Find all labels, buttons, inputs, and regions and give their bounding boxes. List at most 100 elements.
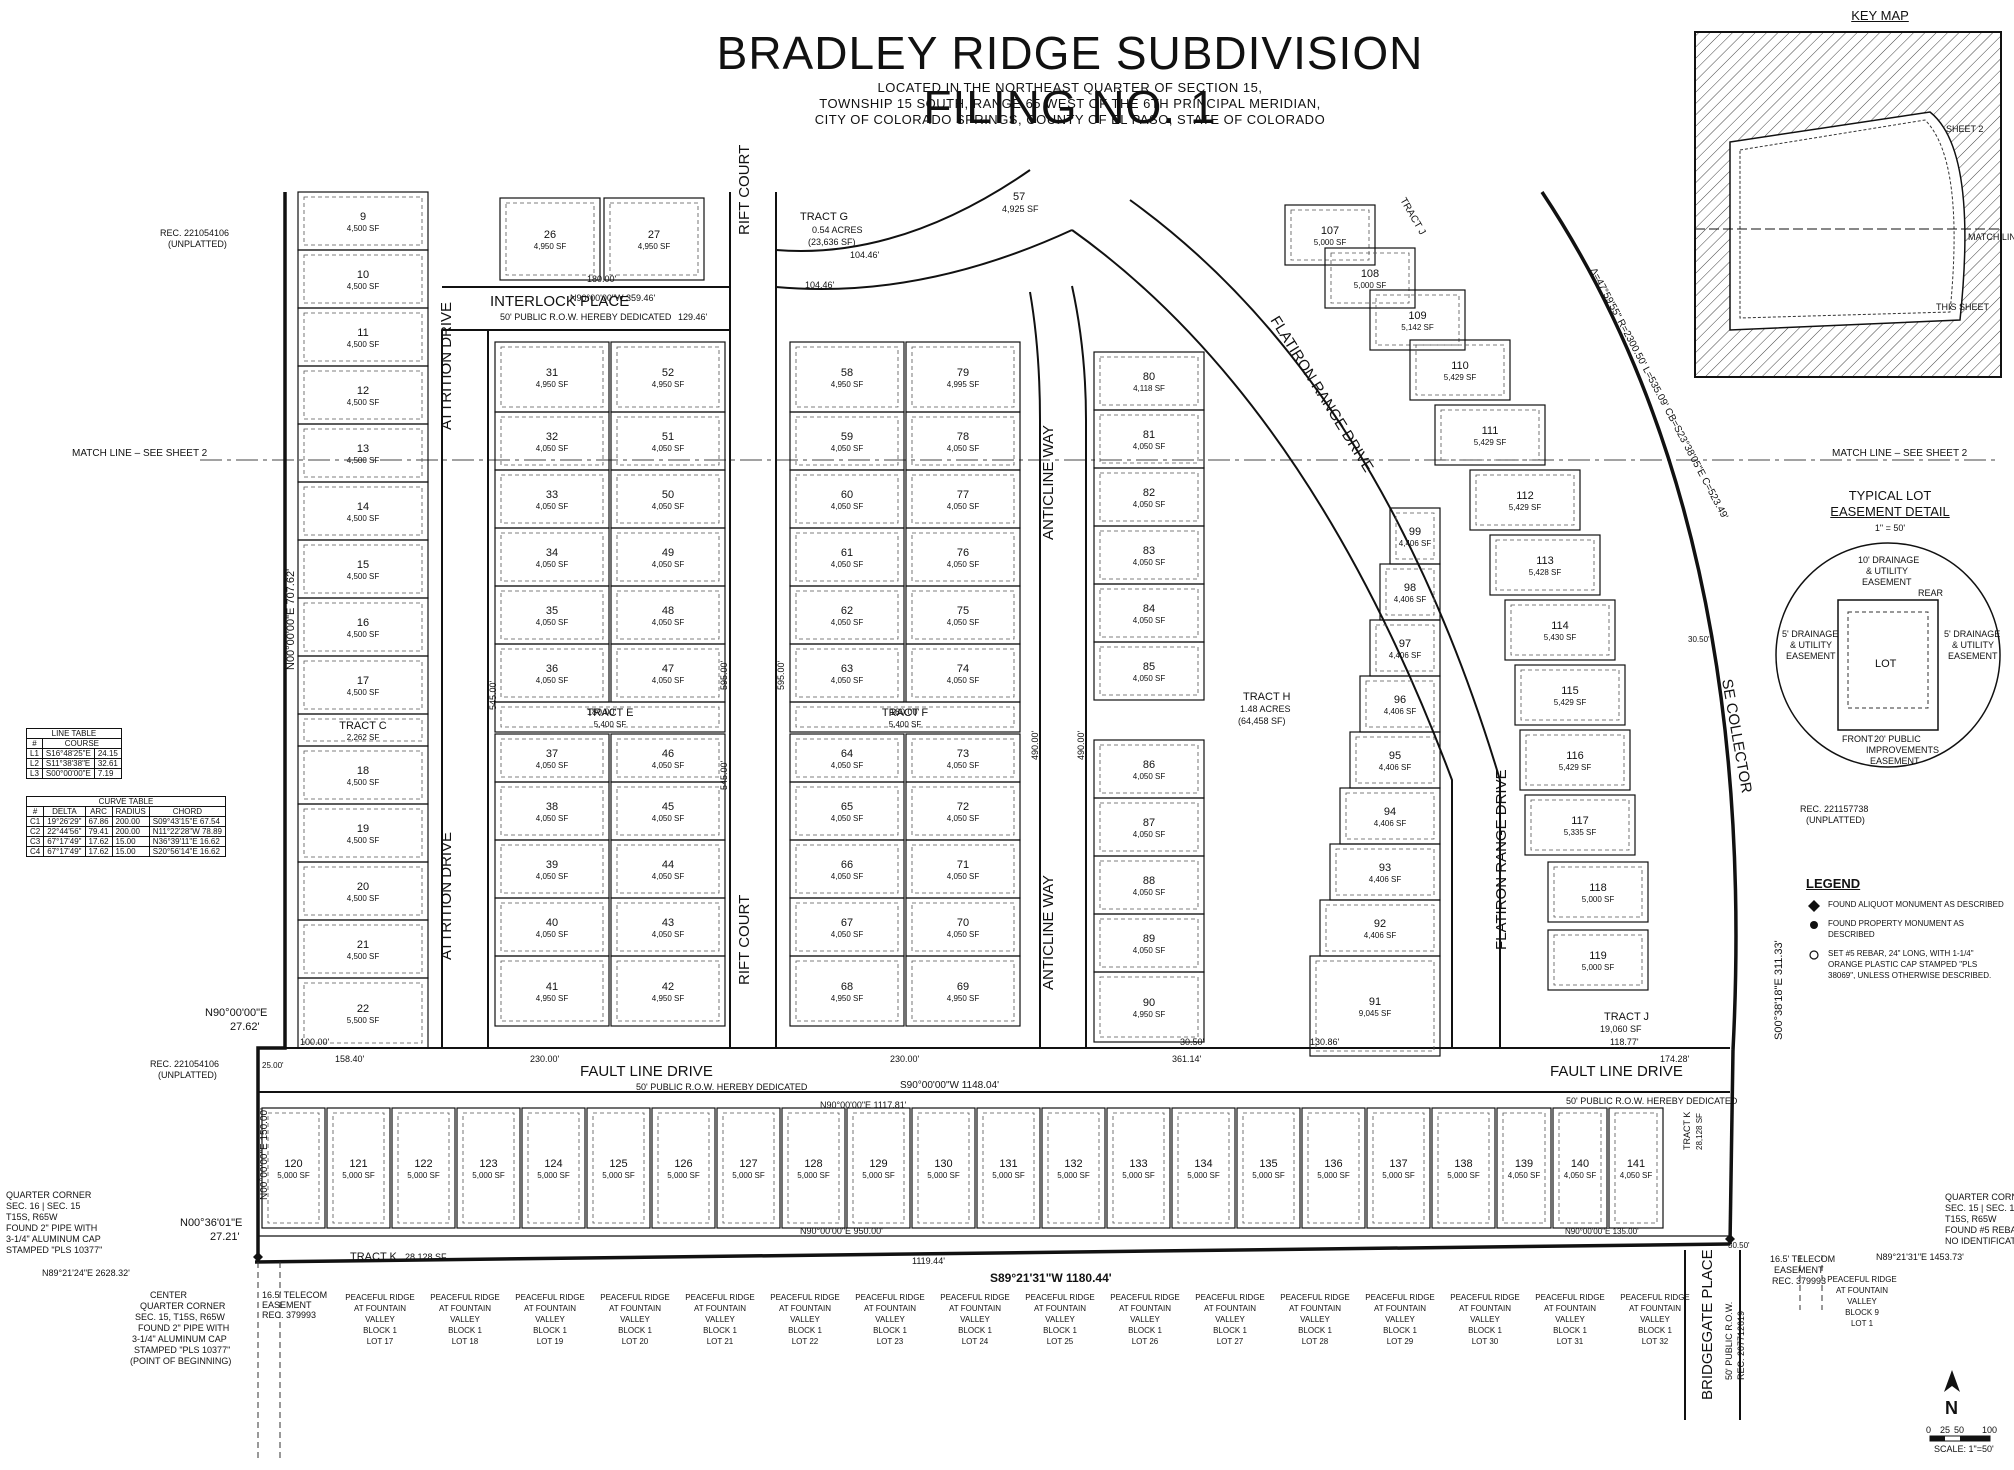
quarter-left-2: SEC. 16 | SEC. 15 xyxy=(6,1201,80,1211)
dist-180-top: 180.00' xyxy=(587,274,617,284)
lot-b-tract: TRACT E5,400 SF xyxy=(494,701,726,733)
peaceful-ridge-text: BLOCK 1 xyxy=(703,1326,737,1335)
lot-area: 5,429 SF xyxy=(1559,763,1592,772)
lot-c-l0: 584,950 SF xyxy=(789,341,905,413)
peaceful-ridge-text: VALLEY xyxy=(450,1315,480,1324)
lot-area: 4,500 SF xyxy=(347,836,380,845)
dist-3050-a: 30.50' xyxy=(1688,635,1710,644)
lot-d-1: 814,050 SF xyxy=(1093,409,1205,469)
dist-100: 100.00' xyxy=(300,1037,330,1047)
lot-area: 2,262 SF xyxy=(347,733,380,742)
detail-left-1: 5' DRAINAGE xyxy=(1782,629,1838,639)
lot-57-area: 4,925 SF xyxy=(1002,204,1039,214)
lot-d-4: 844,050 SF xyxy=(1093,583,1205,643)
lot-b-r2: 504,050 SF xyxy=(610,469,726,529)
lot-area: 4,050 SF xyxy=(831,618,864,627)
quarter-left-1: QUARTER CORNER xyxy=(6,1190,92,1200)
dist-104: 104.46' xyxy=(805,280,835,290)
lot-number: 141 xyxy=(1627,1158,1645,1170)
lot-area: 5,400 SF xyxy=(889,720,922,729)
curve-h3: RADIUS xyxy=(111,806,150,817)
lot-area: 4,500 SF xyxy=(347,630,380,639)
peaceful-ridge-text: AT FOUNTAIN xyxy=(354,1304,406,1313)
lot-b-l0: 314,950 SF xyxy=(494,341,610,413)
lot-area: 5,000 SF xyxy=(1122,1171,1155,1180)
lot-number: 49 xyxy=(662,547,674,559)
lot-number: 46 xyxy=(662,748,674,760)
lot-area: 4,406 SF xyxy=(1384,707,1417,716)
lot-a-1: 104,500 SF xyxy=(297,249,429,309)
key-map: SHEET 2 MATCH LINE THIS SHEET xyxy=(1694,31,2014,378)
lot-area: 4,406 SF xyxy=(1369,875,1402,884)
peaceful-ridge-text: AT FOUNTAIN xyxy=(439,1304,491,1313)
table-cell: S09°43'15"E 67.54 xyxy=(148,816,227,827)
lot-number: 111 xyxy=(1482,425,1499,437)
lot-area: 5,000 SF xyxy=(797,1171,830,1180)
easement-detail: 10' DRAINAGE & UTILITY EASEMENT REAR 5' … xyxy=(1775,542,2001,768)
lot-number: 47 xyxy=(662,663,674,675)
lot-number: 62 xyxy=(841,605,853,617)
fault-line-row-note-right: 50' PUBLIC R.O.W. HEREBY DEDICATED xyxy=(1566,1096,1738,1106)
lot-c-l1: 594,050 SF xyxy=(789,411,905,471)
lot-area: 5,000 SF xyxy=(537,1171,570,1180)
lot-number: 134 xyxy=(1194,1158,1212,1170)
peaceful-ridge-text: PEACEFUL RIDGE xyxy=(1025,1293,1095,1302)
peaceful-ridge-text: PEACEFUL RIDGE xyxy=(430,1293,500,1302)
peaceful-ridge-text: BLOCK 1 xyxy=(1043,1326,1077,1335)
scale-50: 50 xyxy=(1954,1425,1964,1435)
peaceful-ridge-text: PEACEFUL RIDGE xyxy=(1827,1275,1897,1284)
lot-number: 84 xyxy=(1143,603,1155,615)
lot-area: 4,050 SF xyxy=(652,560,685,569)
peaceful-ridge-text: LOT 30 xyxy=(1472,1337,1499,1346)
dist-490-b: 490.00' xyxy=(1076,730,1086,760)
lot-area: 5,429 SF xyxy=(1509,503,1542,512)
detail-bottom-3: EASEMENT xyxy=(1870,756,1920,766)
lot-c-l6: 644,050 SF xyxy=(789,733,905,783)
telecom-left-3: REC. 379993 xyxy=(262,1310,316,1320)
monuments: QUARTER CORNER SEC. 16 | SEC. 15 T15S, R… xyxy=(6,1190,2014,1366)
detail-right-2: & UTILITY xyxy=(1952,640,1994,650)
lot-a-4: 134,500 SF xyxy=(297,423,429,483)
key-map-title: KEY MAP xyxy=(1851,8,1909,23)
north-arrow: N 0 25 50 100 SCALE: 1"=50' xyxy=(1926,1370,1997,1454)
peaceful-ridge-text: LOT 31 xyxy=(1557,1337,1584,1346)
peaceful-ridge-text: PEACEFUL RIDGE xyxy=(1110,1293,1180,1302)
flatiron-range-drive-label-upper: FLATIRON RANGE DRIVE xyxy=(1267,313,1377,475)
lot-area: 5,400 SF xyxy=(594,720,627,729)
peaceful-ridge-text: LOT 18 xyxy=(452,1337,479,1346)
quarter-left-3: T15S, R65W xyxy=(6,1212,58,1222)
peaceful-ridge-text: LOT 28 xyxy=(1302,1337,1329,1346)
tract-j-name: TRACT J xyxy=(1604,1011,1649,1023)
peaceful-ridge-text: LOT 21 xyxy=(707,1337,734,1346)
lot-area: 4,050 SF xyxy=(1133,772,1166,781)
peaceful-ridge-text: PEACEFUL RIDGE xyxy=(1450,1293,1520,1302)
lot-number: 71 xyxy=(957,859,969,871)
lot-d-9: 894,050 SF xyxy=(1093,913,1205,973)
peaceful-ridge-text: LOT 23 xyxy=(877,1337,904,1346)
lot-area: 5,000 SF xyxy=(1354,281,1387,290)
peaceful-ridge-text: LOT 20 xyxy=(622,1337,649,1346)
lot-ci-5: 944,406 SF xyxy=(1339,787,1441,845)
lot-number: 26 xyxy=(544,229,556,241)
lot-ci-7: 924,406 SF xyxy=(1319,899,1441,957)
detail-scale: 1" = 50' xyxy=(1874,523,1906,533)
lot-b-l4: 354,050 SF xyxy=(494,585,610,645)
lot-area: 5,142 SF xyxy=(1401,323,1434,332)
lot-area: 4,500 SF xyxy=(347,398,380,407)
curve-h4: CHORD xyxy=(148,806,227,817)
lot-area: 4,950 SF xyxy=(831,994,864,1003)
peaceful-ridge-text: PEACEFUL RIDGE xyxy=(1365,1293,1435,1302)
lot-number: 34 xyxy=(546,547,558,559)
north-arrow-icon xyxy=(1944,1370,1960,1392)
lot-area: 4,050 SF xyxy=(947,872,980,881)
lot-number: 74 xyxy=(957,663,969,675)
lot-area: 4,050 SF xyxy=(536,761,569,770)
lot-number: 17 xyxy=(357,675,369,687)
lot-number: 41 xyxy=(546,981,558,993)
legend-text-property: FOUND PROPERTY MONUMENT AS DESCRIBED xyxy=(1828,919,1965,939)
center-1: CENTER xyxy=(150,1290,188,1300)
